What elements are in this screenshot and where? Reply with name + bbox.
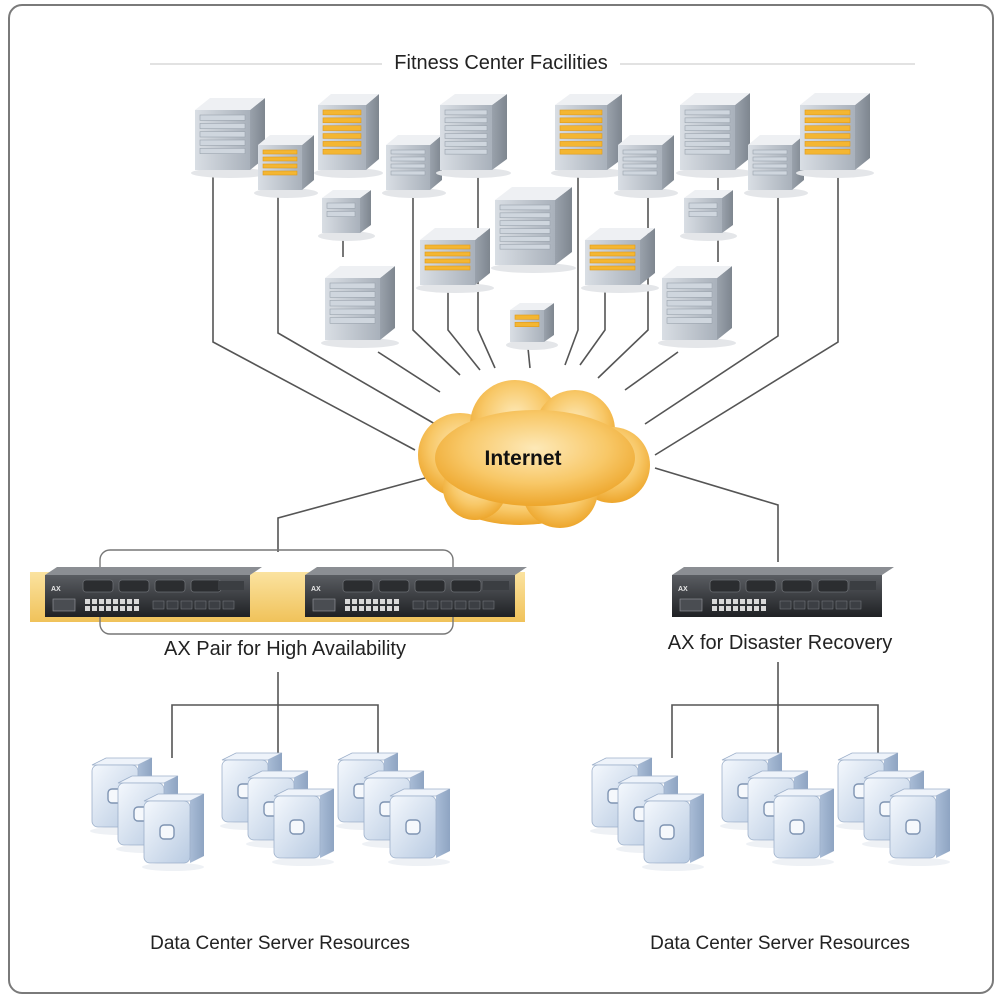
- internet-label: Internet: [484, 447, 562, 470]
- diagram-title: Fitness Center Facilities: [0, 52, 1002, 75]
- ha-pair-label: AX Pair for High Availability: [164, 638, 406, 660]
- office-building-icon: [254, 135, 318, 198]
- server-icon: [272, 788, 335, 866]
- office-building-icon: [676, 93, 754, 178]
- internet-cloud-icon: [418, 380, 650, 528]
- server-resources-label-right: Data Center Server Resources: [650, 933, 910, 954]
- server-cluster: [90, 757, 205, 871]
- svg-text:AX: AX: [51, 586, 61, 593]
- disaster-recovery-label: AX for Disaster Recovery: [667, 632, 893, 654]
- office-building-icon: [436, 94, 511, 178]
- server-icon: [142, 793, 205, 871]
- office-building-icon: [796, 93, 874, 178]
- office-building-icon: [658, 266, 736, 348]
- ax-appliance-icon: AX: [45, 567, 262, 617]
- office-building-icon: [680, 190, 737, 241]
- office-building-icon: [551, 94, 626, 178]
- office-building-icon: [416, 228, 494, 293]
- server-cluster: [220, 752, 335, 866]
- office-building-icon: [321, 266, 399, 348]
- ax-appliance-icon: AX: [672, 567, 894, 617]
- server-cluster: [590, 757, 705, 871]
- server-icon: [772, 788, 835, 866]
- server-icon: [888, 788, 951, 866]
- server-cluster: [836, 752, 951, 866]
- office-building-icon: [318, 190, 375, 241]
- office-building-icon: [506, 303, 558, 350]
- server-cluster: [720, 752, 835, 866]
- svg-text:AX: AX: [311, 586, 321, 593]
- server-icon: [642, 793, 705, 871]
- office-building-icon: [581, 228, 659, 293]
- server-resources: [90, 752, 951, 871]
- office-building-icon: [191, 98, 269, 178]
- office-building-icon: [382, 135, 446, 198]
- office-building-icon: [491, 187, 576, 273]
- office-building-icon: [614, 135, 678, 198]
- building-connections: [212, 168, 839, 456]
- ax-appliances: AX AX AX: [45, 567, 894, 617]
- server-cluster: [336, 752, 451, 866]
- office-building-icon: [744, 135, 808, 198]
- svg-text:AX: AX: [678, 586, 688, 593]
- ax-appliance-icon: AX: [305, 567, 527, 617]
- facility-buildings: [191, 93, 874, 350]
- server-resources-label-left: Data Center Server Resources: [150, 933, 410, 954]
- server-icon: [388, 788, 451, 866]
- office-building-icon: [314, 94, 383, 178]
